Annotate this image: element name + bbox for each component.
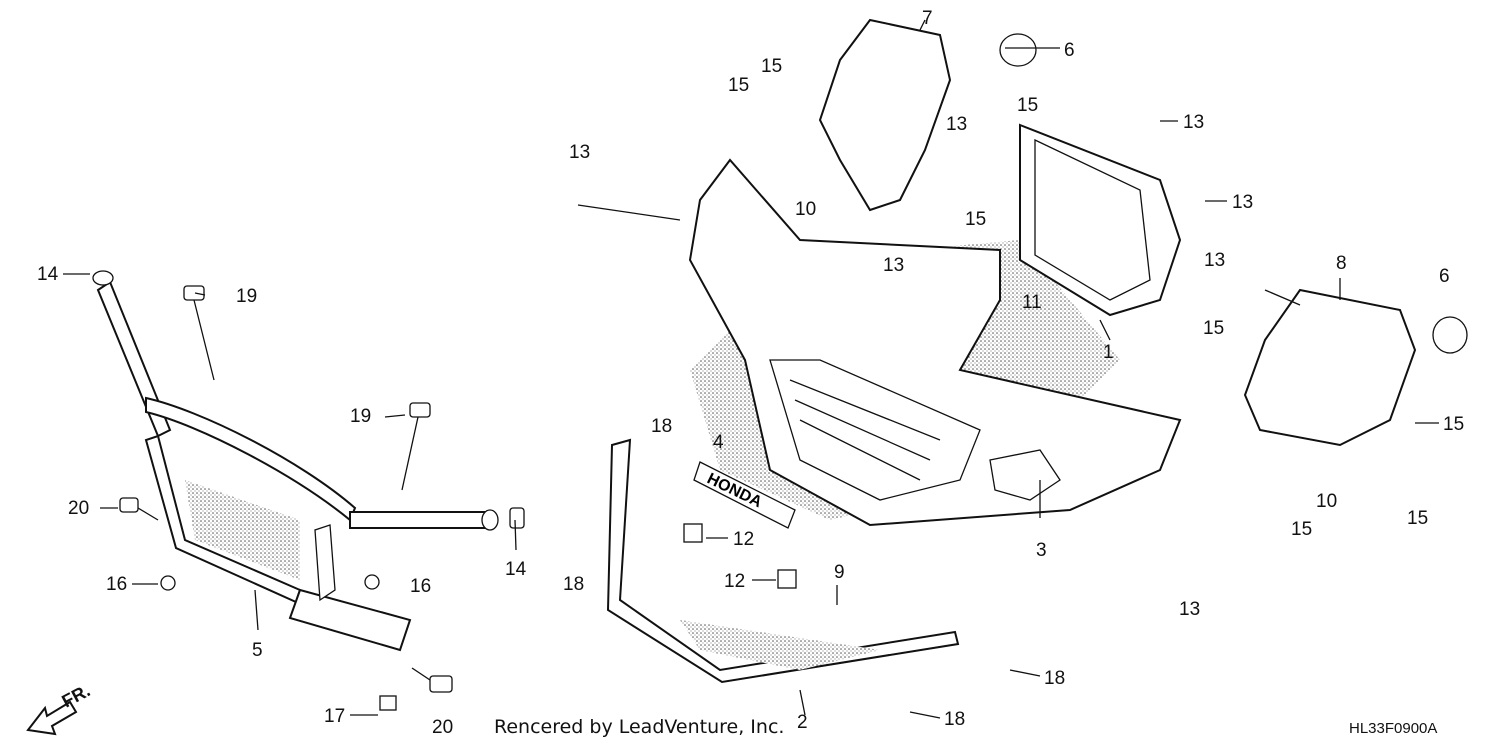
callout-9: 9 [834, 562, 845, 583]
callout-5: 5 [252, 640, 263, 661]
callout-18-d: 18 [944, 709, 965, 730]
callout-18-c: 18 [1044, 668, 1065, 689]
lower-stay-2 [606, 438, 960, 684]
callout-11: 11 [1022, 292, 1042, 313]
bolt-17 [379, 695, 397, 711]
callout-19-lower: 19 [350, 406, 371, 427]
bracket-8 [1243, 288, 1417, 447]
callout-12-lower: 12 [724, 571, 745, 592]
callout-18-a: 18 [651, 416, 672, 437]
callout-10-right: 10 [1316, 491, 1337, 512]
nut-16-left [160, 575, 176, 591]
callout-8: 8 [1336, 253, 1347, 274]
callout-15-a: 15 [761, 56, 782, 77]
bracket-7 [818, 18, 952, 212]
callout-15-h: 15 [1407, 508, 1428, 529]
bolt-19-upper [183, 285, 215, 381]
callout-15-b: 15 [728, 75, 749, 96]
front-cover-assembly [688, 158, 1182, 527]
callout-leaders [63, 47, 1439, 719]
bolt-19-lower [401, 402, 431, 491]
credit-text: Rencered by LeadVenture, Inc. [494, 716, 784, 738]
callout-13-a: 13 [569, 142, 590, 163]
callout-4: 4 [713, 432, 724, 453]
grommet-6-upper [999, 33, 1037, 67]
callout-3: 3 [1036, 540, 1047, 561]
callout-20-left: 20 [68, 498, 89, 519]
callout-2: 2 [797, 712, 808, 733]
callout-14-right: 14 [505, 559, 527, 580]
callout-15-c: 15 [1017, 95, 1038, 116]
bolt-20-bottom [411, 667, 453, 693]
inner-panel-1 [1019, 123, 1182, 317]
callout-14-left: 14 [37, 264, 59, 285]
callout-6-upper: 6 [1064, 40, 1075, 61]
bolt-20-left [119, 497, 159, 521]
callout-19-upper: 19 [236, 286, 257, 307]
callout-10-upper: 10 [795, 199, 816, 220]
clip-12-upper [683, 523, 703, 543]
callout-20-bottom: 20 [432, 717, 453, 738]
callout-1: 1 [1103, 342, 1114, 363]
callout-7: 7 [922, 8, 933, 29]
callout-13-f: 13 [1204, 250, 1225, 271]
cap-14-right [509, 507, 525, 529]
callout-16-left: 16 [106, 574, 127, 595]
callout-13-d: 13 [1232, 192, 1253, 213]
grommet-6-right [1432, 316, 1468, 354]
callout-13-b: 13 [946, 114, 967, 135]
callout-17: 17 [324, 706, 345, 727]
leader-lines [194, 19, 1341, 716]
callout-15-e: 15 [1203, 318, 1224, 339]
callout-13-g: 13 [1179, 599, 1200, 620]
front-direction-arrow: FR. [26, 680, 93, 736]
callout-18-b: 18 [563, 574, 584, 595]
nut-16-right [364, 574, 380, 590]
callout-13-e: 13 [883, 255, 904, 276]
callout-6-right: 6 [1439, 266, 1450, 287]
callout-15-f: 15 [1443, 414, 1464, 435]
callout-12-upper: 12 [733, 529, 754, 550]
callout-15-g: 15 [1291, 519, 1312, 540]
callout-16-right: 16 [410, 576, 431, 597]
clip-12-lower [777, 569, 797, 589]
callout-13-c: 13 [1183, 112, 1204, 133]
callout-15-d: 15 [965, 209, 986, 230]
diagram-code: HL33F0900A [1349, 720, 1437, 737]
front-guard-assembly [92, 270, 499, 652]
